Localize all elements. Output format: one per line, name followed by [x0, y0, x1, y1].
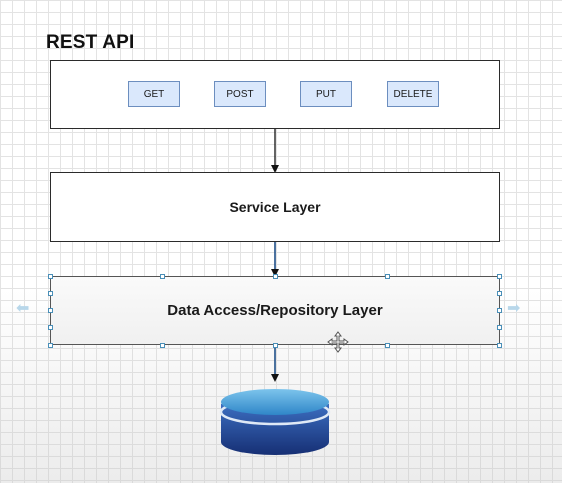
selection-handle-right-center[interactable] [497, 308, 502, 313]
move-icon [327, 331, 349, 353]
selection-handle-top-1[interactable] [160, 274, 165, 279]
method-post[interactable]: POST [214, 81, 266, 107]
selection-handle-top-left[interactable] [48, 274, 53, 279]
selection-handle-bottom-left[interactable] [48, 343, 53, 348]
method-delete[interactable]: DELETE [387, 81, 439, 107]
selection-handle-left-center[interactable] [48, 308, 53, 313]
selection-handle-left-3[interactable] [48, 325, 53, 330]
service-layer-label: Service Layer [229, 199, 321, 215]
selection-handle-right-1[interactable] [497, 291, 502, 296]
selection-handle-right-3[interactable] [497, 325, 502, 330]
connect-left-arrow-icon[interactable]: ⬅ [16, 300, 30, 317]
selection-handle-top-center[interactable] [273, 274, 278, 279]
selection-handle-bottom-center[interactable] [273, 343, 278, 348]
database-cylinder-icon[interactable] [218, 384, 332, 458]
connect-right-arrow-icon[interactable]: ➡ [507, 300, 521, 317]
data-access-layer-box[interactable]: Data Access/Repository Layer [50, 276, 500, 345]
selection-handle-bottom-3[interactable] [385, 343, 390, 348]
service-layer-box[interactable]: Service Layer [50, 172, 500, 242]
selection-handle-top-right[interactable] [497, 274, 502, 279]
method-put[interactable]: PUT [300, 81, 352, 107]
method-get[interactable]: GET [128, 81, 180, 107]
data-access-layer-label: Data Access/Repository Layer [167, 302, 383, 319]
diagram-title: REST API [46, 32, 135, 53]
selection-handle-bottom-right[interactable] [497, 343, 502, 348]
selection-handle-top-3[interactable] [385, 274, 390, 279]
selection-handle-left-1[interactable] [48, 291, 53, 296]
selection-handle-bottom-1[interactable] [160, 343, 165, 348]
